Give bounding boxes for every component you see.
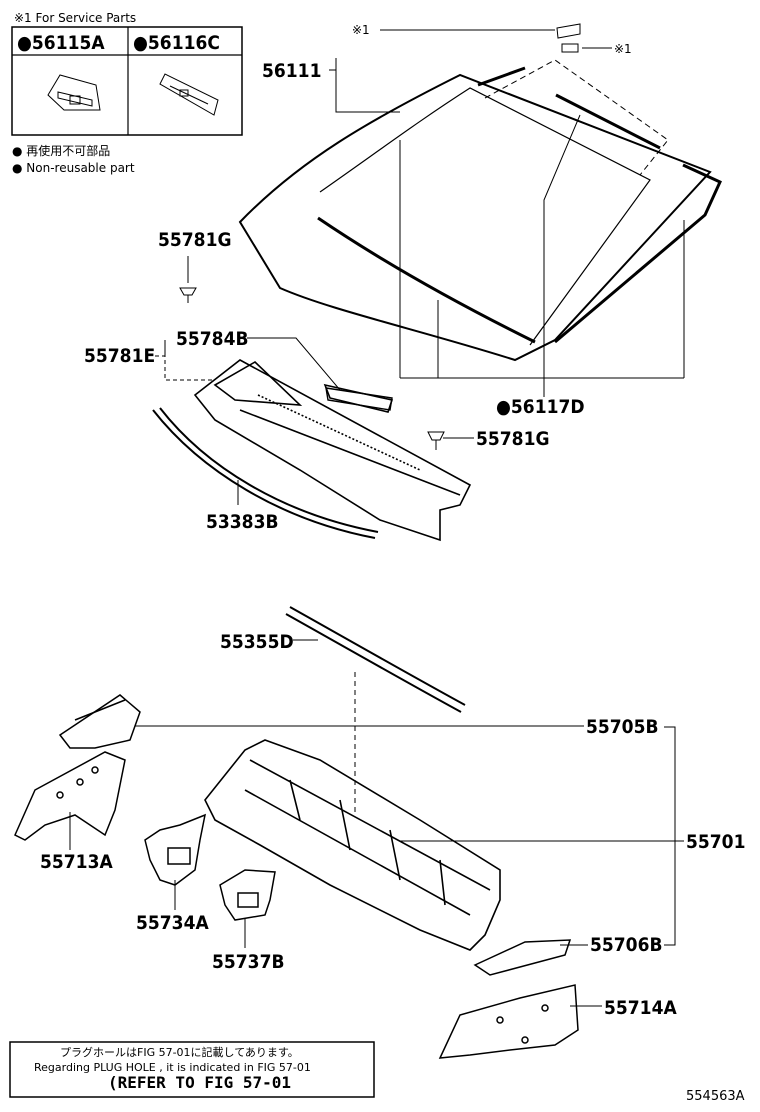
panel-55714A-drawing bbox=[438, 984, 579, 1059]
part-56115A[interactable]: ●56115A bbox=[17, 32, 105, 54]
part-55784B[interactable]: 55784B bbox=[176, 328, 249, 350]
mark1-right: ※1 bbox=[614, 42, 632, 56]
part-55714A[interactable]: 55714A bbox=[604, 997, 677, 1019]
part-55781G-top[interactable]: 55781G bbox=[158, 229, 232, 251]
figure-code: 554563A bbox=[686, 1089, 745, 1104]
clip-icon bbox=[179, 287, 197, 303]
panel-55737B-drawing bbox=[219, 869, 276, 921]
bracket-55706B-drawing bbox=[473, 939, 572, 976]
note-line-en: Regarding PLUG HOLE , it is indicated in… bbox=[34, 1061, 311, 1074]
windshield-glass-drawing bbox=[238, 66, 722, 362]
service-parts-header: ※1 For Service Parts bbox=[14, 11, 136, 25]
cowl-panel-55701-drawing bbox=[204, 739, 501, 951]
reference-note-box bbox=[9, 1041, 375, 1098]
part-55781G-right[interactable]: 55781G bbox=[476, 428, 550, 450]
part-55705B[interactable]: 55705B bbox=[586, 716, 659, 738]
clip-icon-right bbox=[427, 431, 445, 450]
part-56116C[interactable]: ●56116C bbox=[133, 32, 220, 54]
note-line-jp: プラグホールはFIG 57-01に記載してあります。 bbox=[60, 1045, 299, 1059]
clip-56115A-drawing bbox=[47, 74, 101, 111]
part-56111[interactable]: 56111 bbox=[262, 60, 321, 82]
mark1-top: ※1 bbox=[352, 23, 370, 37]
seal-55355D-drawing bbox=[285, 606, 466, 713]
part-55713A[interactable]: 55713A bbox=[40, 851, 113, 873]
legend-jp: ● 再使用不可部品 bbox=[12, 143, 110, 158]
part-55734A[interactable]: 55734A bbox=[136, 912, 209, 934]
glass-clip-icon bbox=[556, 23, 581, 53]
cowl-louver-drawing bbox=[325, 387, 393, 411]
note-refer-link[interactable]: (REFER TO FIG 57-01 bbox=[108, 1073, 291, 1092]
legend-en: ● Non-reusable part bbox=[12, 161, 135, 175]
part-56117D[interactable]: ●56117D bbox=[496, 396, 585, 418]
bracket-55705B-drawing bbox=[58, 694, 141, 749]
part-53383B[interactable]: 53383B bbox=[206, 511, 279, 533]
clip-56116C-drawing bbox=[159, 73, 219, 116]
service-parts-box bbox=[11, 26, 243, 136]
part-55355D[interactable]: 55355D bbox=[220, 631, 294, 653]
panel-55734A-drawing bbox=[144, 813, 207, 886]
seal-53383B-drawing bbox=[152, 407, 379, 539]
part-55781E[interactable]: 55781E bbox=[84, 345, 155, 367]
part-55737B[interactable]: 55737B bbox=[212, 951, 285, 973]
panel-55713A-drawing bbox=[14, 751, 126, 841]
part-55706B[interactable]: 55706B bbox=[590, 934, 663, 956]
part-55701[interactable]: 55701 bbox=[686, 831, 745, 853]
